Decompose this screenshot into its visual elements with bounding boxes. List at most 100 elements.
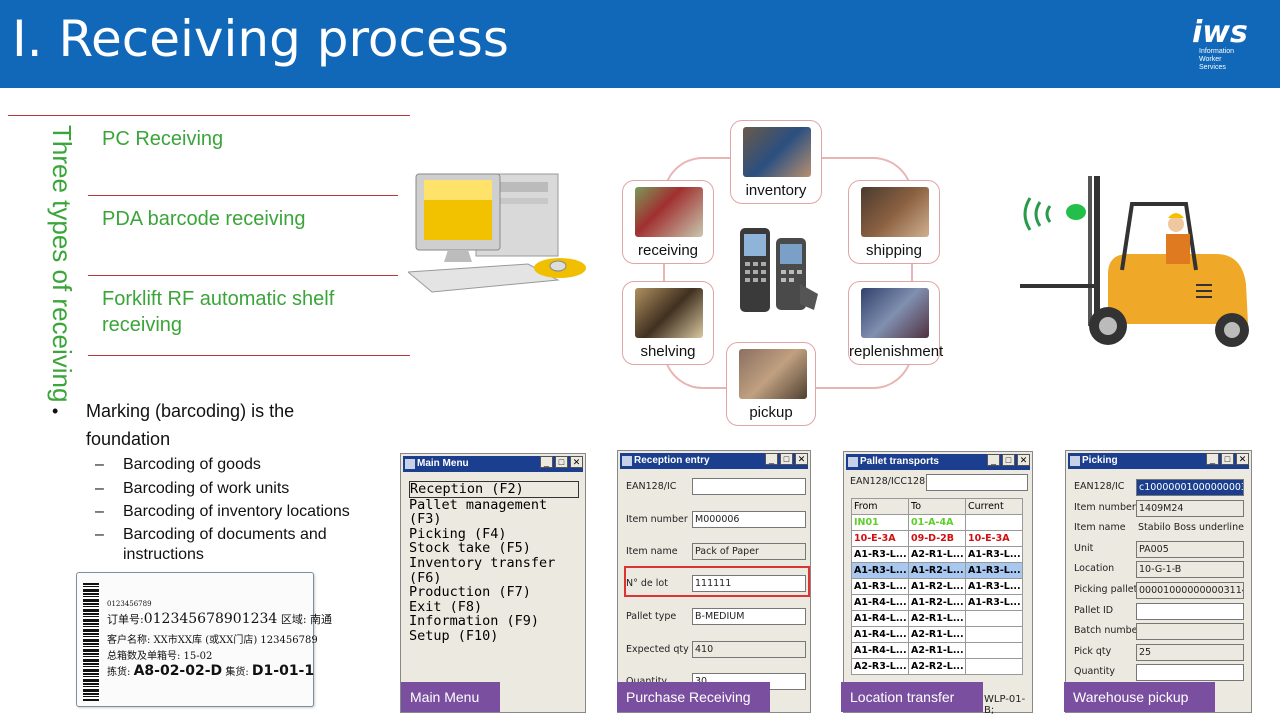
table-row[interactable]: A1-R4-L...A2-R1-L... — [851, 642, 1023, 659]
field-value: 25 — [1136, 643, 1244, 661]
divider — [88, 355, 410, 356]
table-cell: A2-R1-L... — [908, 626, 966, 643]
table-cell: IN01 — [851, 514, 909, 531]
field-label: Pallet ID — [1074, 604, 1114, 616]
table-cell: A1-R3-L... — [965, 594, 1023, 611]
table-cell: 09-D-2B — [908, 530, 966, 547]
pickup-photo — [739, 349, 807, 399]
menu-item[interactable]: Production (F7) — [409, 584, 531, 601]
menu-item[interactable]: Information (F9) — [409, 613, 540, 630]
node-shelving: shelving — [622, 281, 714, 365]
logo-wordmark: iws — [1192, 15, 1248, 50]
menu-item[interactable]: Pallet management (F3) — [409, 496, 548, 528]
table-cell — [965, 658, 1023, 675]
computer-icon — [408, 173, 586, 293]
type-pc-receiving: PC Receiving — [102, 128, 224, 150]
field-value[interactable] — [1136, 664, 1244, 682]
sub-bullet: –Barcoding of work units — [95, 480, 290, 497]
main-menu-window: Main Menu _□✕ Reception (F2) Pallet mana… — [400, 453, 586, 713]
item-number-field[interactable]: M000006 — [692, 511, 806, 528]
table-cell: A1-R2-L... — [908, 594, 966, 611]
bullet-dot: • — [52, 401, 59, 421]
table-row[interactable]: A1-R3-L...A1-R2-L...A1-R3-L... — [851, 578, 1023, 595]
sub-bullet: –Barcoding of inventory locations — [95, 503, 350, 520]
ean-field[interactable] — [692, 478, 806, 495]
table-cell: A1-R3-L... — [851, 546, 909, 563]
table-cell — [965, 642, 1023, 659]
node-inventory: inventory — [730, 120, 822, 204]
menu-item[interactable]: Exit (F8) — [409, 598, 483, 615]
menu-item[interactable]: Reception (F2) — [409, 481, 579, 498]
field-value[interactable]: Stabilo Boss underliner — [1138, 522, 1244, 534]
title-bar — [0, 0, 1280, 88]
label-code: 0123456789 — [107, 600, 152, 608]
table-cell: A1-R3-L... — [965, 546, 1023, 563]
field-label: Batch number — [1074, 625, 1142, 637]
col-header[interactable]: Current — [965, 498, 1023, 515]
receiving-photo — [635, 187, 703, 237]
table-cell: A1-R3-L... — [965, 562, 1023, 579]
window-controls[interactable]: _□✕ — [765, 453, 808, 465]
footer-text: WLP-01-B; — [984, 694, 1026, 716]
replenishment-photo — [861, 288, 929, 338]
barcode — [83, 583, 99, 701]
menu-item[interactable]: Stock take (F5) — [409, 540, 531, 557]
caption-warehouse-pickup: Warehouse pickup — [1064, 682, 1215, 712]
table-row[interactable]: A1-R4-L...A2-R1-L... — [851, 626, 1023, 643]
field-value[interactable]: c10000001000000003114 — [1136, 479, 1244, 496]
sub-bullet: –Barcoding of documents and instructions — [95, 526, 327, 563]
table-cell: A1-R4-L... — [851, 610, 909, 627]
table-cell: A2-R3-L... — [851, 658, 909, 675]
table-cell: A2-R1-L... — [908, 546, 966, 563]
node-replenishment: replenishment — [848, 281, 943, 365]
table-cell — [965, 610, 1023, 627]
table-row[interactable]: A1-R4-L...A2-R1-L... — [851, 610, 1023, 627]
label-customer: 客户名称: XX市XX库 (或XX门店) 123456789 — [107, 635, 318, 646]
menu-item[interactable]: Setup (F10) — [409, 627, 499, 644]
reception-entry-window: Reception entry _□✕ EAN128/IC Item numbe… — [617, 450, 811, 713]
label-order-line: 订单号:012345678901234 区域: 南通 — [107, 611, 333, 627]
table-cell: A2-R2-L... — [908, 658, 966, 675]
pallet-type-field[interactable]: B-MEDIUM — [692, 608, 806, 625]
table-cell: A1-R4-L... — [851, 642, 909, 659]
table-cell: A1-R3-L... — [851, 562, 909, 579]
bullet-main-text: Marking (barcoding) is the foundation — [86, 401, 295, 449]
table-cell: A1-R2-L... — [908, 578, 966, 595]
bullet-main: • Marking (barcoding) is the foundation — [52, 397, 352, 453]
menu-item[interactable]: Picking (F4) — [409, 525, 507, 542]
highlight-box — [624, 566, 810, 597]
table-row[interactable]: A2-R3-L...A2-R2-L... — [851, 658, 1023, 675]
window-title: Reception entry — [620, 453, 808, 469]
col-header[interactable]: To — [908, 498, 966, 515]
divider — [8, 115, 410, 116]
table-cell: A2-R1-L... — [908, 642, 966, 659]
table-cell: A1-R3-L... — [965, 578, 1023, 595]
field-label: Pick qty — [1074, 645, 1112, 657]
slide-title: I. Receiving process — [12, 10, 509, 68]
window-controls[interactable]: _□✕ — [987, 454, 1030, 466]
table-row[interactable]: A1-R4-L...A1-R2-L...A1-R3-L... — [851, 594, 1023, 611]
table-row[interactable]: A1-R3-L...A1-R2-L...A1-R3-L... — [851, 562, 1023, 579]
menu-list[interactable]: Reception (F2) Pallet management (F3) Pi… — [409, 481, 585, 644]
window-controls[interactable]: _□✕ — [540, 456, 583, 468]
shelving-photo — [635, 288, 703, 338]
shipping-label: 0123456789 订单号:012345678901234 区域: 南通 客户… — [76, 572, 332, 707]
window-title: Pallet transports — [846, 454, 1030, 470]
table-row[interactable]: A1-R3-L...A2-R1-L...A1-R3-L... — [851, 546, 1023, 563]
table-cell: 10-E-3A — [965, 530, 1023, 547]
label-locations: 拣货: A8-02-02-D 集货: D1-01-1 — [107, 663, 315, 679]
menu-item[interactable]: Inventory transfer (F6) — [409, 554, 556, 586]
table-cell: A2-R1-L... — [908, 610, 966, 627]
field-value: 000010000000003114 — [1136, 582, 1244, 599]
inventory-photo — [743, 127, 811, 177]
field-value[interactable] — [1136, 602, 1244, 620]
caption-main-menu: Main Menu — [401, 682, 500, 712]
lot-field[interactable]: 111111 — [692, 575, 806, 592]
table-cell: 10-E-3A — [851, 530, 909, 547]
ean-field[interactable] — [926, 474, 1028, 491]
window-controls[interactable]: _□✕ — [1206, 453, 1249, 465]
col-header[interactable]: From — [851, 498, 909, 515]
